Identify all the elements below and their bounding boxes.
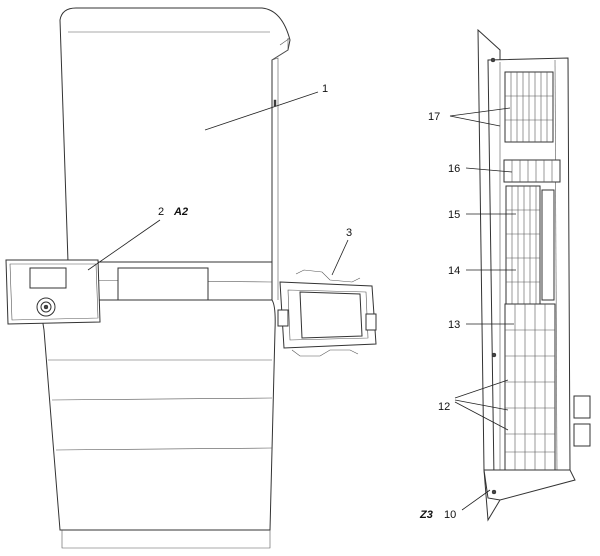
callout-16: 16 (448, 163, 460, 175)
control-module-a2 (5, 259, 101, 325)
callout-14: 14 (448, 265, 460, 277)
front-panel-cover (40, 7, 291, 549)
callout-10: 10 (444, 509, 456, 521)
callout-17: 17 (428, 111, 440, 123)
callout-2: 2 (158, 206, 164, 218)
callout-13: 13 (448, 319, 460, 331)
callout-1: 1 (322, 83, 328, 95)
callout-3: 3 (346, 227, 352, 239)
label-a2: A2 (173, 206, 188, 218)
callout-12: 12 (438, 401, 450, 413)
plug-connector (503, 159, 561, 183)
terminal-block-lower (504, 303, 556, 471)
terminal-housing (477, 28, 591, 522)
terminal-block-top (504, 71, 554, 143)
terminal-block-middle (505, 185, 555, 305)
callout-15: 15 (448, 209, 460, 221)
mounting-frame (277, 269, 377, 357)
label-z3: Z3 (419, 509, 433, 521)
leader-lines (87, 91, 516, 511)
